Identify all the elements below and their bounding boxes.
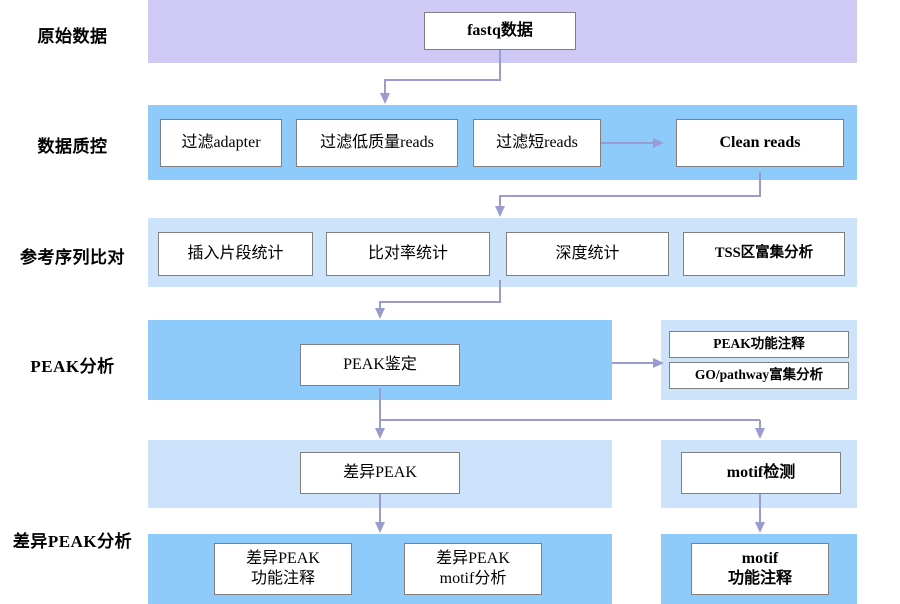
motif-anno-line2: 功能注释	[727, 570, 792, 587]
node-motif-functional-annotation[interactable]: motif 功能注释	[691, 543, 829, 595]
stage-label-peak-analysis: PEAK分析	[30, 357, 115, 376]
diff-peak-anno-line2: 功能注释	[250, 570, 315, 587]
diff-peak-motif-line1: 差异PEAK	[436, 550, 510, 568]
node-motif-detection[interactable]: motif检测	[681, 452, 841, 494]
diff-peak-motif-line2: motif分析	[439, 570, 507, 587]
diff-peak-anno-line1: 差异PEAK	[246, 550, 320, 568]
node-diff-peak-motif-analysis[interactable]: 差异PEAK motif分析	[404, 543, 542, 595]
node-insert-size-stat[interactable]: 插入片段统计	[158, 232, 313, 276]
node-go-pathway-enrichment[interactable]: GO/pathway富集分析	[669, 362, 849, 389]
node-mapping-rate-stat[interactable]: 比对率统计	[326, 232, 490, 276]
node-filter-adapter[interactable]: 过滤adapter	[160, 119, 282, 167]
node-fastq[interactable]: fastq数据	[424, 12, 576, 50]
node-diff-peak-functional-annotation[interactable]: 差异PEAK 功能注释	[214, 543, 352, 595]
node-filter-low-quality-reads[interactable]: 过滤低质量reads	[296, 119, 458, 167]
stage-label-diff-peak: 差异PEAK分析	[12, 532, 133, 551]
node-differential-peak[interactable]: 差异PEAK	[300, 452, 460, 494]
stage-label-qc: 数据质控	[37, 137, 108, 156]
stage-label-alignment: 参考序列比对	[20, 248, 125, 267]
stage-label-raw-data: 原始数据	[37, 27, 108, 46]
motif-anno-line1: motif	[741, 550, 779, 568]
node-filter-short-reads[interactable]: 过滤短reads	[473, 119, 601, 167]
node-peak-functional-annotation[interactable]: PEAK功能注释	[669, 331, 849, 358]
node-depth-stat[interactable]: 深度统计	[506, 232, 669, 276]
node-peak-calling[interactable]: PEAK鉴定	[300, 344, 460, 386]
node-tss-enrichment[interactable]: TSS区富集分析	[683, 232, 845, 276]
node-clean-reads[interactable]: Clean reads	[676, 119, 844, 167]
